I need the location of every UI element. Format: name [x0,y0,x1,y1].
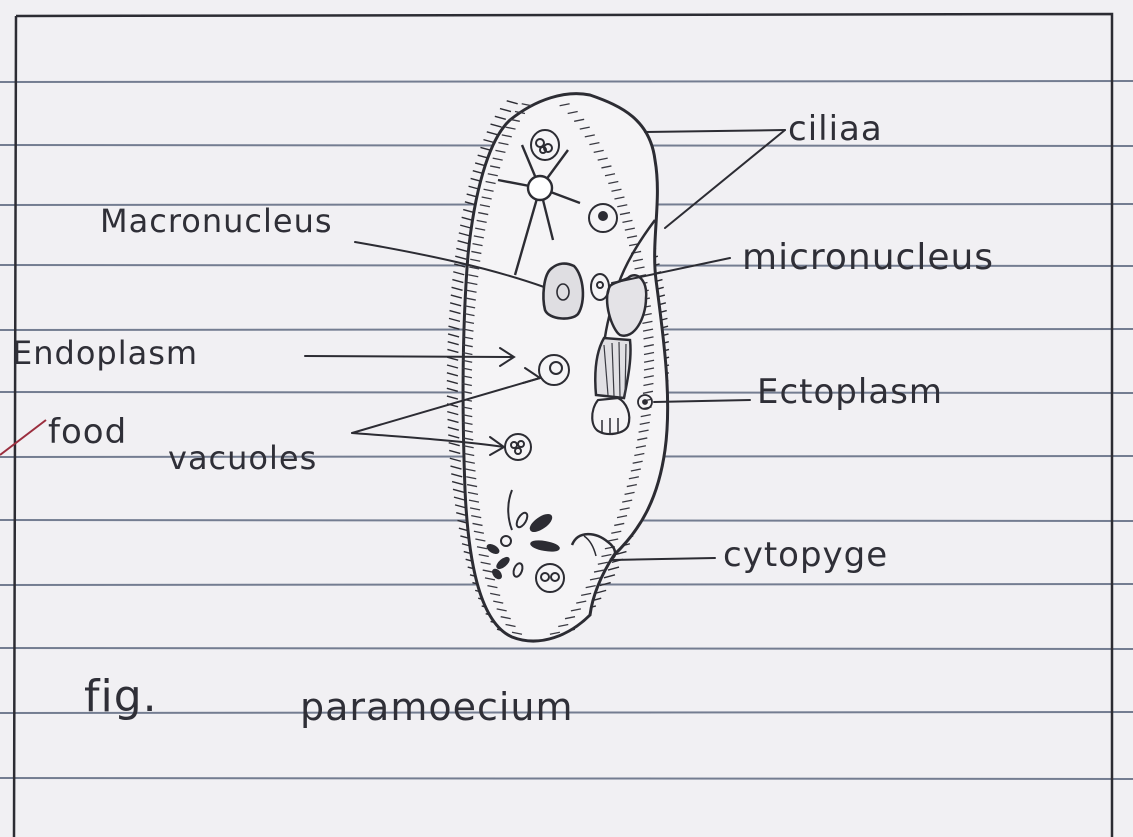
label-cytopyge: cytopyge [723,538,888,572]
endoplasm-arrow [305,356,512,357]
label-micronucleus: micronucleus [742,240,994,276]
cilium [450,303,461,306]
cilium [452,280,463,283]
macronucleus [543,264,582,319]
caption-title: paramoecium [300,688,574,726]
cilium [458,241,469,244]
cytopyge-pointer [612,558,715,560]
cilium [608,567,619,570]
cilium [450,311,461,314]
cilium [456,248,467,251]
cilium [455,256,466,259]
cilium [448,427,459,430]
ruled-line [0,648,1133,649]
cilia-pointer-1 [645,130,785,132]
cilium [447,388,458,391]
cilium [450,458,461,461]
cilium [451,295,462,298]
label-ectoplasm: Ectoplasm [757,375,943,409]
cilium [448,334,459,337]
margin-tick [0,420,46,455]
cilium [447,365,458,368]
label-cilia: ciliaa [788,112,883,146]
cilium [459,233,470,236]
cilium [449,450,460,453]
label-food: food [48,415,127,449]
cilium [460,225,471,228]
ruled-line [0,81,1133,82]
cilium [495,116,506,119]
cilium [487,132,498,135]
label-endoplasm: Endoplasm [12,337,198,369]
cilium [453,272,464,275]
cilium [454,497,465,500]
cilium [452,482,463,485]
cilium [604,575,615,578]
ruled-line [0,778,1133,779]
caption-fig: fig. [84,675,158,719]
cilium [447,349,458,352]
cilium [462,217,473,220]
cilium [448,342,459,345]
cilium [453,489,464,492]
cilium [452,287,463,290]
cilium [451,474,462,477]
label-macronucleus: Macronucleus [100,205,333,237]
cilium [447,373,458,376]
cilium [491,124,502,127]
cilium [447,381,458,384]
cilium [448,419,459,422]
cilium [449,443,460,446]
cilium [507,101,518,104]
cilium [447,412,458,415]
cilium [448,435,459,438]
cilium [447,396,458,399]
label-vacuoles: vacuoles [168,442,317,474]
cilium [450,466,461,469]
cilium [500,109,511,112]
cilium [449,318,460,321]
